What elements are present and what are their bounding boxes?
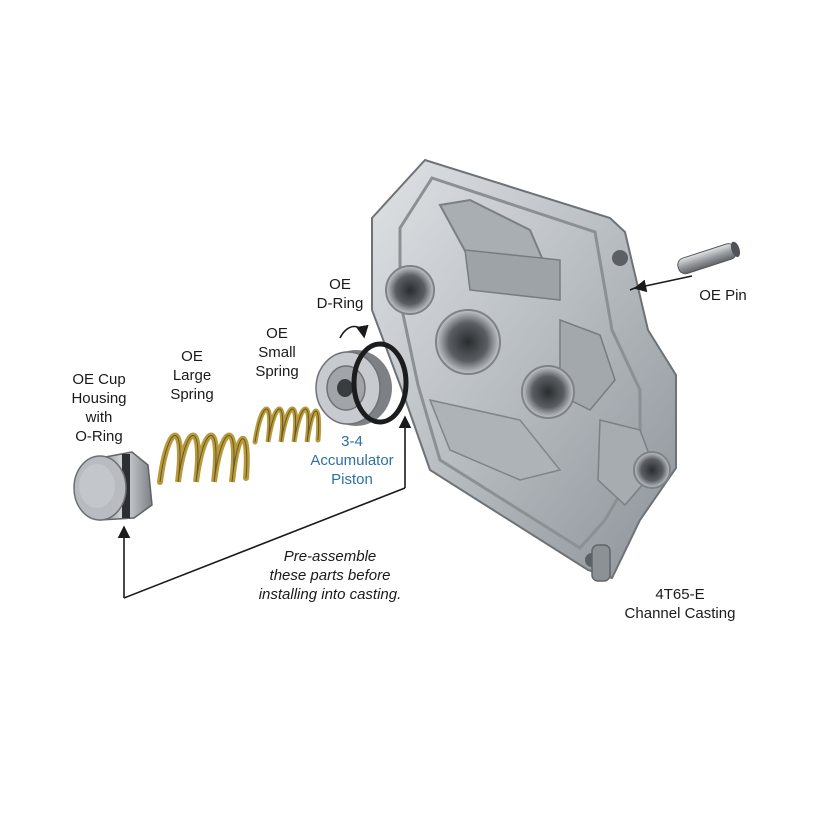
label-cup-housing: OE Cup Housing with O-Ring: [71, 371, 127, 445]
oe-small-spring: [252, 406, 322, 445]
label-accumulator-piston: 3-4 Accumulator Piston: [310, 433, 394, 488]
oe-d-ring: [351, 341, 409, 425]
oe-pin: [677, 241, 741, 275]
pre-assemble-note: Pre-assemble these parts before installi…: [258, 548, 402, 603]
oe-cup-housing: [73, 451, 153, 521]
arrows: [117, 275, 693, 599]
label-small-spring: OE Small Spring: [255, 325, 299, 380]
label-channel-casting: 4T65-E Channel Casting: [624, 586, 736, 622]
label-large-spring: OE Large Spring: [170, 348, 214, 403]
label-d-ring: OE D-Ring: [316, 276, 364, 312]
label-oe-pin: OE Pin: [699, 287, 747, 304]
oe-large-spring: [157, 432, 250, 485]
channel-casting: [371, 158, 677, 582]
